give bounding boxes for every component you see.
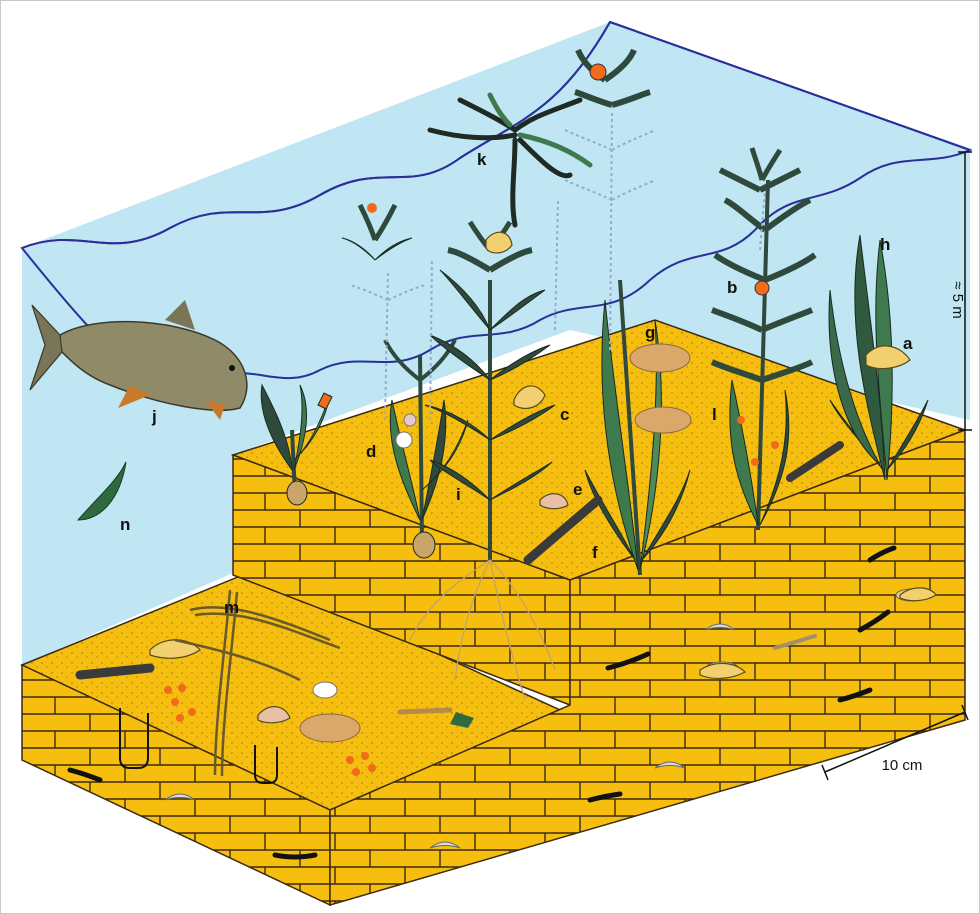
label-i: i	[456, 485, 461, 504]
label-a: a	[903, 334, 913, 353]
label-f: f	[592, 543, 598, 562]
label-n: n	[120, 515, 130, 534]
depth-scale-label: ≈ 5 m	[949, 281, 966, 318]
label-l: l	[712, 405, 717, 424]
label-c: c	[560, 405, 569, 424]
label-b: b	[727, 278, 737, 297]
label-e: e	[573, 480, 582, 499]
label-h: h	[880, 235, 890, 254]
label-j: j	[151, 407, 157, 426]
label-k: k	[477, 150, 487, 169]
scale-bar-label: 10 cm	[882, 757, 923, 774]
label-g: g	[645, 323, 655, 342]
label-m: m	[224, 598, 239, 617]
label-d: d	[366, 442, 376, 461]
